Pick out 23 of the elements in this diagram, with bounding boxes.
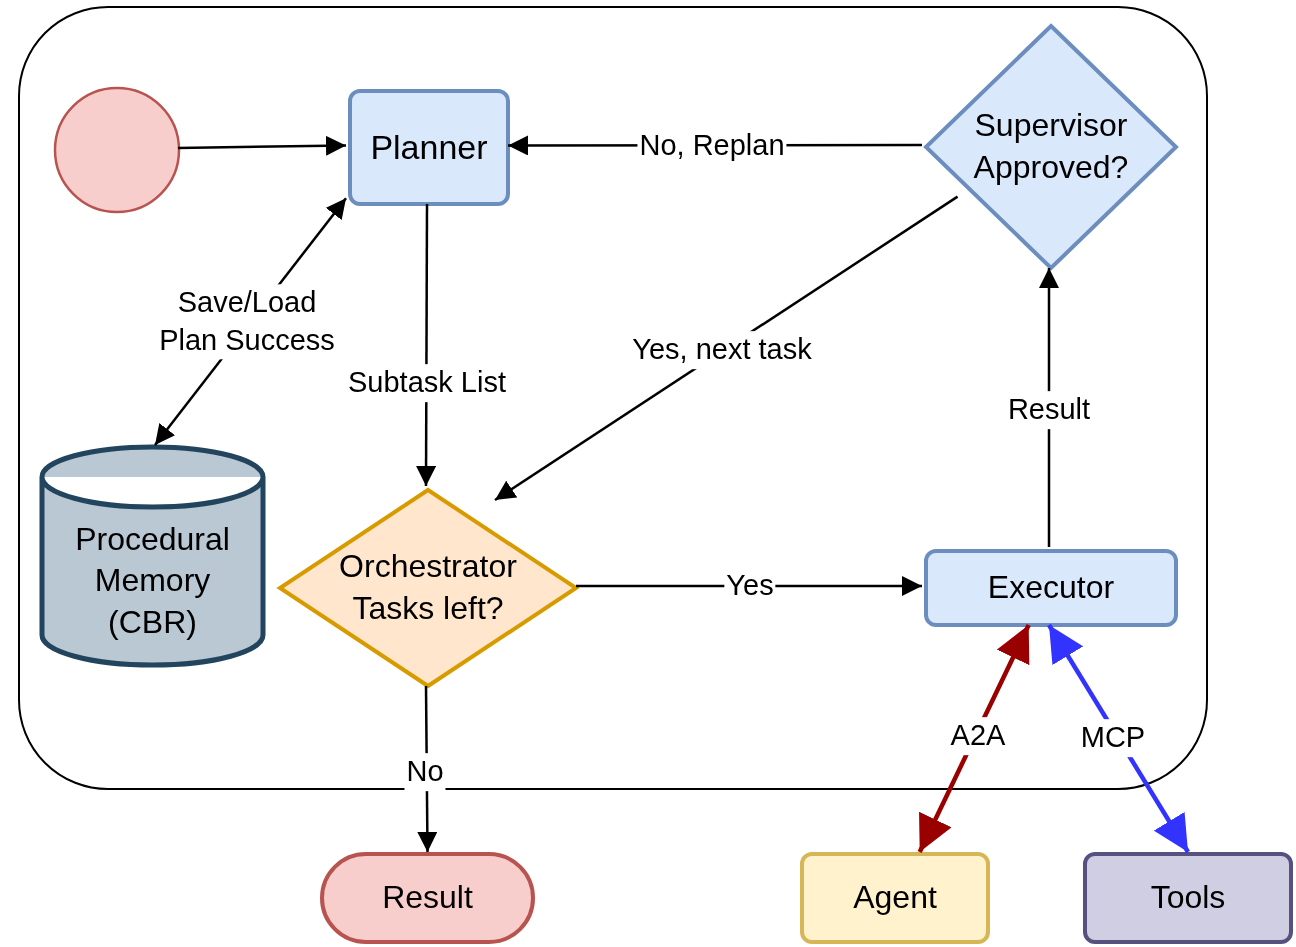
container-frame — [18, 6, 1208, 790]
node-label: Orchestrator Tasks left? — [338, 547, 518, 628]
node-label: Supervisor Approved? — [972, 106, 1130, 187]
edge-label: Subtask List — [346, 364, 508, 402]
arrow — [178, 135, 346, 156]
decision-diamond — [278, 488, 578, 688]
process-box — [800, 852, 990, 944]
edge-label: Yes, next task — [630, 331, 814, 369]
process-box — [348, 89, 510, 206]
arrow — [494, 195, 959, 502]
edge-label: A2A — [948, 717, 1008, 755]
node-label: Executor — [987, 568, 1115, 608]
process-box — [1083, 852, 1293, 944]
node-label: Result — [382, 878, 473, 918]
process-box — [924, 549, 1178, 627]
decision-diamond — [924, 24, 1178, 270]
node-label: Tools — [1150, 878, 1226, 918]
node-label: Agent — [853, 878, 937, 918]
node-label: Planner — [370, 127, 488, 169]
start-circle — [54, 87, 180, 213]
database-cylinder — [40, 447, 265, 665]
edge-label: No — [404, 753, 446, 791]
node-label: Procedural Memory (CBR) — [74, 519, 231, 642]
